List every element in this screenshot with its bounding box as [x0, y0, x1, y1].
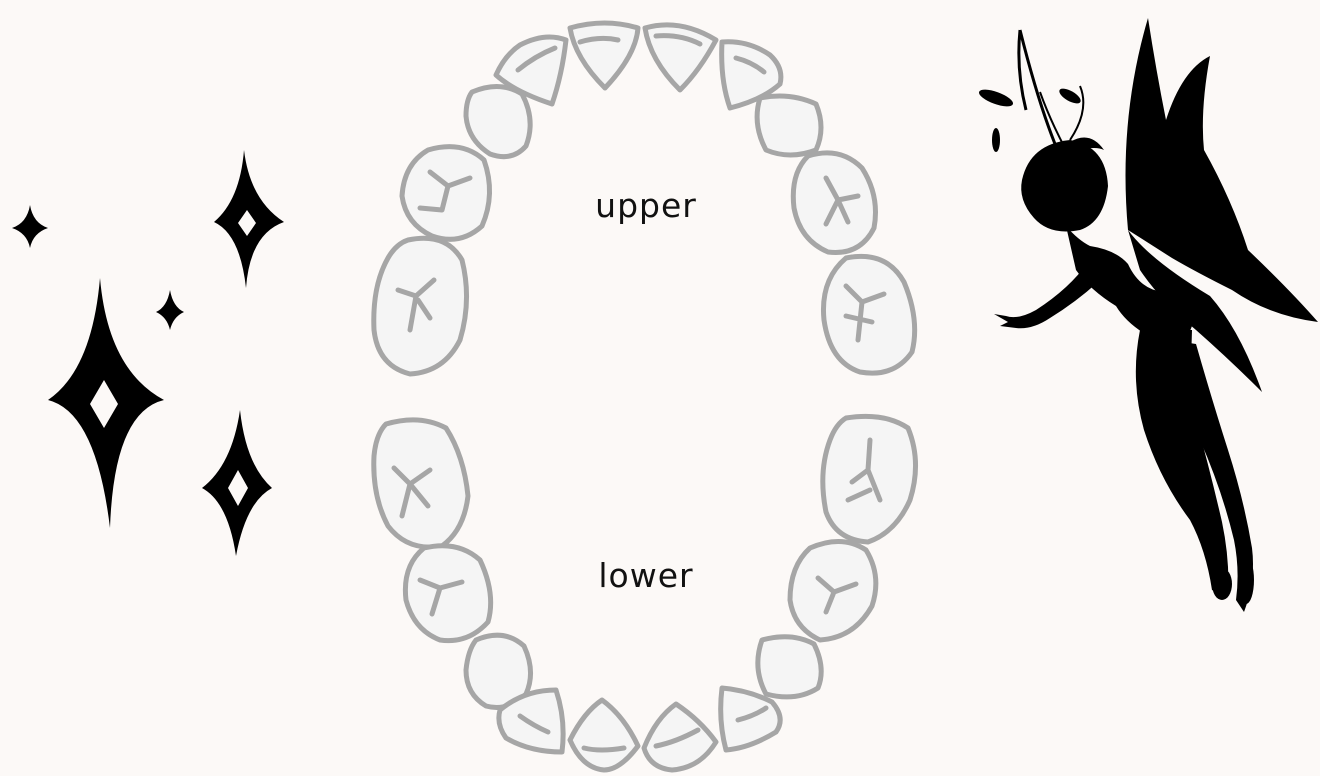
fairy-arm	[994, 262, 1098, 328]
fairy-foot	[1238, 556, 1254, 604]
fairy-head	[1021, 140, 1108, 232]
upper-tooth[interactable]	[757, 96, 821, 155]
upper-tooth[interactable]	[466, 86, 530, 156]
upper-tooth[interactable]	[823, 256, 914, 373]
lower-tooth[interactable]	[374, 420, 468, 547]
lower-tooth[interactable]	[405, 546, 490, 641]
sparkle-icon	[12, 205, 48, 248]
tooth-fairy-silhouette	[977, 18, 1318, 612]
upper-arch-label: upper	[595, 186, 697, 225]
sparkle-icon	[156, 290, 184, 330]
lower-tooth[interactable]	[570, 700, 638, 770]
sparkle-icon	[214, 150, 284, 288]
sparkles-group	[12, 150, 284, 556]
tooth-chart	[374, 23, 916, 770]
fairy-foot	[1212, 568, 1232, 600]
sparkle-icon	[202, 410, 272, 556]
lower-arch-label: lower	[598, 556, 693, 595]
lower-tooth[interactable]	[758, 637, 821, 697]
upper-tooth[interactable]	[570, 23, 638, 88]
sparkle-icon	[48, 278, 164, 528]
